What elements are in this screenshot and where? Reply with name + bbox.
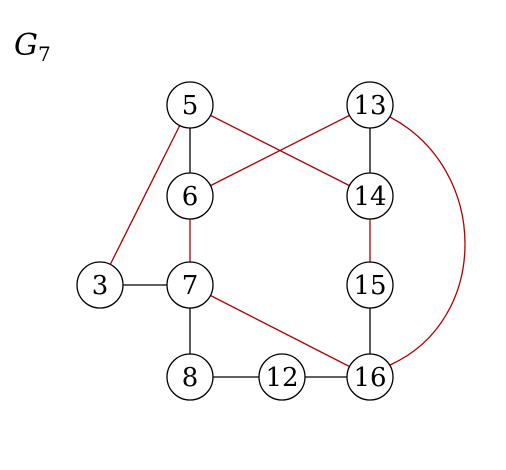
edge-13-16 (389, 116, 466, 366)
graph-title-subscript: 7 (37, 42, 51, 66)
graph-title: G7 (14, 28, 51, 66)
node-6: 6 (166, 172, 214, 220)
node-circle-12 (258, 353, 306, 401)
node-3: 3 (76, 261, 124, 309)
edges-layer (99, 104, 466, 378)
node-7: 7 (166, 261, 214, 309)
node-circle-3 (76, 261, 124, 309)
node-circle-16 (346, 353, 394, 401)
node-label-7: 7 (182, 271, 199, 301)
node-label-5: 5 (182, 91, 199, 121)
node-14: 14 (346, 172, 394, 220)
node-label-13: 13 (353, 91, 386, 121)
node-circle-8 (166, 353, 214, 401)
node-label-12: 12 (265, 363, 298, 393)
nodes-layer: 5 13 6 14 3 7 15 8 12 16 (76, 81, 394, 401)
node-label-8: 8 (182, 363, 199, 393)
node-15: 15 (346, 261, 394, 309)
node-8: 8 (166, 353, 214, 401)
node-circle-7 (166, 261, 214, 309)
node-label-15: 15 (353, 271, 386, 301)
node-circle-14 (346, 172, 394, 220)
node-label-6: 6 (182, 182, 199, 212)
node-5: 5 (166, 81, 214, 129)
node-circle-6 (166, 172, 214, 220)
node-circle-13 (346, 81, 394, 129)
node-12: 12 (258, 353, 306, 401)
node-circle-5 (166, 81, 214, 129)
node-label-16: 16 (353, 363, 386, 393)
edge-7-16 (189, 284, 371, 378)
edge-6-13 (189, 104, 371, 197)
node-13: 13 (346, 81, 394, 129)
edge-3-5 (99, 104, 191, 286)
node-16: 16 (346, 353, 394, 401)
node-label-14: 14 (353, 182, 386, 212)
graph-title-letter: G (14, 28, 38, 63)
node-label-3: 3 (92, 271, 109, 301)
node-circle-15 (346, 261, 394, 309)
